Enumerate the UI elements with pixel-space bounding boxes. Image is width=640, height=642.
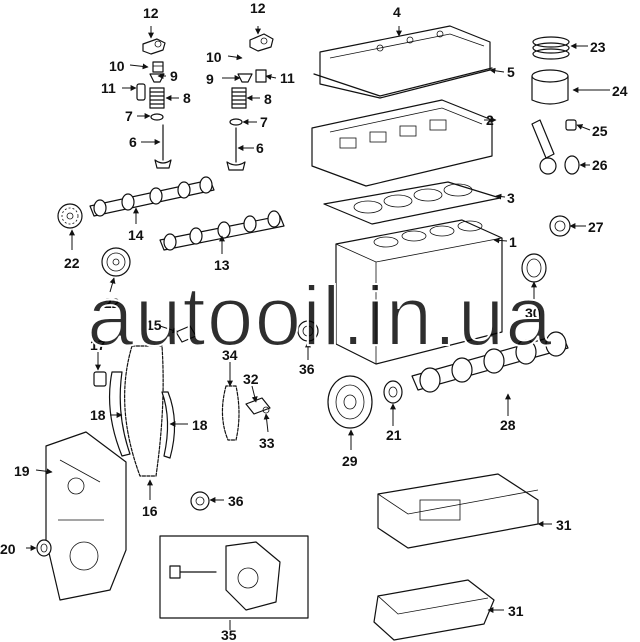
timing-cover-seal bbox=[36, 539, 52, 557]
callout-6-left: 6 bbox=[129, 134, 137, 150]
callout-19: 19 bbox=[14, 463, 30, 479]
camshaft-sprocket-upper bbox=[57, 203, 83, 229]
spring-seat-right bbox=[229, 118, 243, 126]
crankshaft bbox=[411, 331, 569, 393]
cylinder-head bbox=[311, 99, 493, 187]
engine-block bbox=[335, 219, 503, 365]
callout-9-left: 9 bbox=[170, 68, 178, 84]
callout-2: 2 bbox=[486, 112, 494, 128]
callout-23: 23 bbox=[590, 39, 606, 55]
callout-25: 25 bbox=[592, 123, 608, 139]
callout-6-right: 6 bbox=[256, 140, 264, 156]
callout-18-right: 18 bbox=[192, 417, 208, 433]
rocker-arm-right bbox=[249, 33, 274, 52]
camshaft-upper bbox=[89, 176, 215, 217]
valve-keeper-left bbox=[149, 73, 165, 83]
upper-oil-pan bbox=[377, 473, 539, 549]
callout-5: 5 bbox=[507, 64, 515, 80]
valve-spring-left bbox=[149, 87, 165, 109]
callout-34: 34 bbox=[222, 347, 238, 363]
callout-27: 27 bbox=[588, 219, 604, 235]
connecting-rod bbox=[531, 119, 577, 175]
piston-rings bbox=[532, 36, 570, 60]
callout-8-left: 8 bbox=[183, 90, 191, 106]
callout-20: 20 bbox=[0, 541, 16, 557]
callout-11-left: 11 bbox=[101, 80, 116, 96]
callout-1: 1 bbox=[509, 234, 517, 250]
callout-28: 28 bbox=[500, 417, 516, 433]
callout-7-right: 7 bbox=[260, 114, 268, 130]
water-pump bbox=[225, 541, 281, 611]
callout-36-lower: 36 bbox=[228, 493, 244, 509]
oil-pump-sprocket bbox=[190, 491, 210, 511]
callout-10-left: 10 bbox=[109, 58, 125, 74]
callout-26: 26 bbox=[592, 157, 608, 173]
callout-22-lower: 22 bbox=[104, 295, 120, 311]
lash-adjuster-left bbox=[152, 61, 164, 73]
callout-35: 35 bbox=[221, 627, 237, 642]
idler-sprocket bbox=[297, 320, 319, 342]
oil-seal-front bbox=[549, 215, 571, 237]
intake-valve-left bbox=[154, 124, 172, 169]
callout-13: 13 bbox=[214, 257, 230, 273]
callout-7-left: 7 bbox=[125, 108, 133, 124]
water-pump-group-box bbox=[159, 535, 309, 619]
timing-chain bbox=[124, 345, 164, 477]
crankshaft-sprocket bbox=[383, 380, 403, 404]
piston bbox=[531, 69, 569, 105]
valve-seal-left bbox=[136, 83, 146, 101]
water-pump-bolt bbox=[169, 565, 217, 579]
callout-14: 14 bbox=[128, 227, 144, 243]
leader-lines bbox=[26, 26, 610, 630]
rocker-arm-left bbox=[142, 38, 166, 55]
exhaust-valve-right bbox=[226, 127, 246, 171]
head-gasket bbox=[323, 181, 501, 225]
callout-15: 15 bbox=[146, 317, 162, 333]
valve-cover-gasket bbox=[313, 67, 493, 97]
callout-17: 17 bbox=[90, 337, 106, 353]
callout-22-upper: 22 bbox=[64, 255, 80, 271]
timing-chain-small bbox=[221, 385, 240, 441]
callout-12-right: 12 bbox=[250, 0, 266, 16]
camshaft-lower bbox=[159, 210, 285, 251]
callout-32: 32 bbox=[243, 371, 259, 387]
callout-33: 33 bbox=[259, 435, 275, 451]
callout-12-left: 12 bbox=[143, 5, 159, 21]
valve-cover bbox=[319, 25, 491, 99]
timing-cover bbox=[45, 431, 127, 601]
callout-8-right: 8 bbox=[264, 91, 272, 107]
callout-31-lower: 31 bbox=[508, 603, 524, 619]
callout-36-upper: 36 bbox=[299, 361, 315, 377]
callout-29: 29 bbox=[342, 453, 358, 469]
callout-9-right: 9 bbox=[206, 71, 214, 87]
callout-11-right: 11 bbox=[280, 70, 295, 86]
tensioner-plunger bbox=[175, 325, 197, 343]
callout-18-left: 18 bbox=[90, 407, 106, 423]
valve-keeper-right bbox=[237, 73, 253, 83]
vvt-actuator-gear bbox=[101, 247, 131, 277]
callout-30: 30 bbox=[525, 305, 541, 321]
lower-oil-pan bbox=[373, 579, 495, 641]
callout-16: 16 bbox=[142, 503, 158, 519]
valve-spring-right bbox=[231, 87, 247, 109]
callout-4: 4 bbox=[393, 4, 401, 20]
callout-3: 3 bbox=[507, 190, 515, 206]
chain-tensioner bbox=[93, 371, 107, 387]
callout-21: 21 bbox=[386, 427, 402, 443]
chain-guide-left bbox=[108, 371, 131, 457]
chain-guide-right bbox=[161, 391, 176, 459]
chain-damper bbox=[245, 397, 271, 415]
callout-24: 24 bbox=[612, 83, 628, 99]
crankshaft-pulley bbox=[327, 375, 373, 429]
callout-10-right: 10 bbox=[206, 49, 222, 65]
rear-main-seal bbox=[521, 253, 547, 283]
spring-seat-left bbox=[150, 113, 164, 121]
rod-bearing bbox=[564, 155, 580, 175]
callout-31-upper: 31 bbox=[556, 517, 572, 533]
lash-adjuster-right bbox=[255, 69, 267, 83]
